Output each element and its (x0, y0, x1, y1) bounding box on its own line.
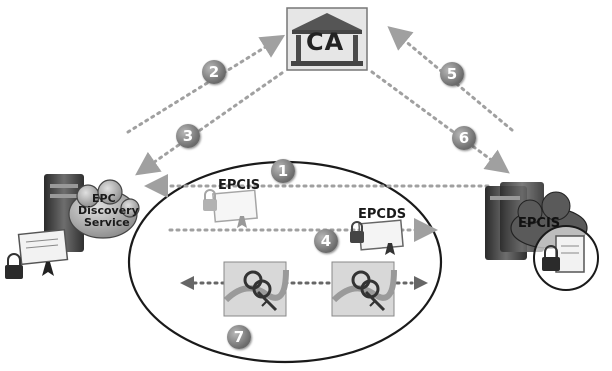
step-badge-7: 7 (227, 325, 251, 349)
step-badge-1: 1 (271, 159, 295, 183)
arrow-step-3 (135, 71, 284, 176)
left-certificate-icon (17, 228, 69, 276)
center-epcds-label: EPCDS (358, 207, 407, 222)
right-node-label: EPCIS (518, 216, 561, 231)
step-badge-2: 2 (202, 60, 226, 84)
ca-label: CA (306, 28, 345, 56)
step-badge-5: 5 (440, 62, 464, 86)
right-certificate-icon (555, 235, 585, 273)
step-badge-6: 6 (452, 126, 476, 150)
center-epcds-certificate-icon (350, 219, 404, 255)
arrow-step-2 (126, 34, 286, 134)
left-cloud-icon (68, 179, 140, 239)
key-exchange-image-left (223, 261, 289, 317)
arrow-step-6 (370, 70, 510, 174)
left-node-label-line2: Discovery (78, 204, 139, 217)
key-exchange-image-right (331, 261, 397, 317)
left-node-label-line1: EPC (92, 192, 116, 205)
center-epcis-certificate-icon (203, 189, 258, 228)
left-node-label-line3: Service (84, 216, 130, 229)
ca-building-icon (286, 7, 368, 71)
left-lock-icon (5, 253, 23, 279)
step-badge-3: 3 (176, 124, 200, 148)
center-epcis-label: EPCIS (218, 178, 261, 193)
step-badge-4: 4 (314, 229, 338, 253)
right-lock-icon (542, 245, 560, 271)
